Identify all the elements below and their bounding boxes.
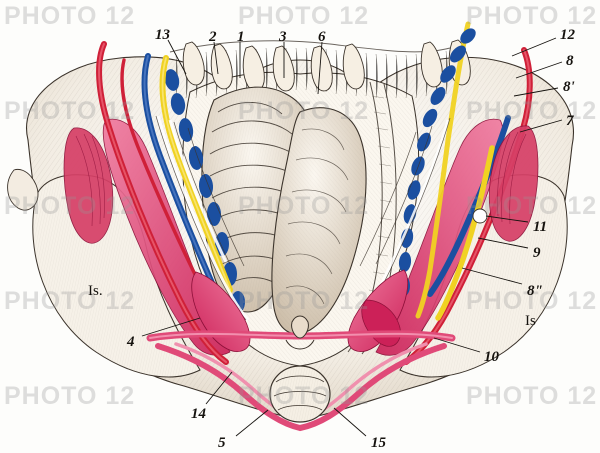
figure-label-l1: 1 bbox=[237, 29, 245, 45]
figure-label-l4: 4 bbox=[127, 334, 135, 350]
left-neurovascular-bundle bbox=[63, 41, 251, 365]
figure-label-l3: 3 bbox=[279, 29, 287, 45]
figure-label-l13: 13 bbox=[155, 27, 170, 43]
figure-label-l8p: 8' bbox=[563, 79, 575, 95]
leader-lines bbox=[141, 37, 563, 437]
figure-label-l12: 12 bbox=[560, 27, 575, 43]
figure-label-l2: 2 bbox=[209, 29, 217, 45]
figure-label-l14: 14 bbox=[191, 406, 206, 422]
figure-label-lsR: Is bbox=[525, 313, 536, 329]
figure-label-l10: 10 bbox=[484, 349, 499, 365]
figure-label-l8: 8 bbox=[566, 53, 574, 69]
figure-label-l6: 6 bbox=[318, 29, 326, 45]
figure-label-l11: 11 bbox=[533, 219, 548, 235]
figure-label-l15: 15 bbox=[371, 435, 386, 451]
figure-label-l9: 9 bbox=[533, 245, 541, 261]
perineal-arch bbox=[146, 315, 456, 432]
right-neurovascular-bundle bbox=[347, 21, 539, 365]
figure-label-l5: 5 bbox=[218, 435, 226, 451]
figure-label-lsL: Is. bbox=[88, 283, 103, 299]
skin-flap bbox=[7, 168, 39, 211]
bladder-body bbox=[271, 107, 367, 335]
lymph-node bbox=[472, 208, 488, 224]
figure-label-l7: 7 bbox=[566, 113, 574, 129]
figure-label-l8pp: 8" bbox=[527, 283, 543, 299]
